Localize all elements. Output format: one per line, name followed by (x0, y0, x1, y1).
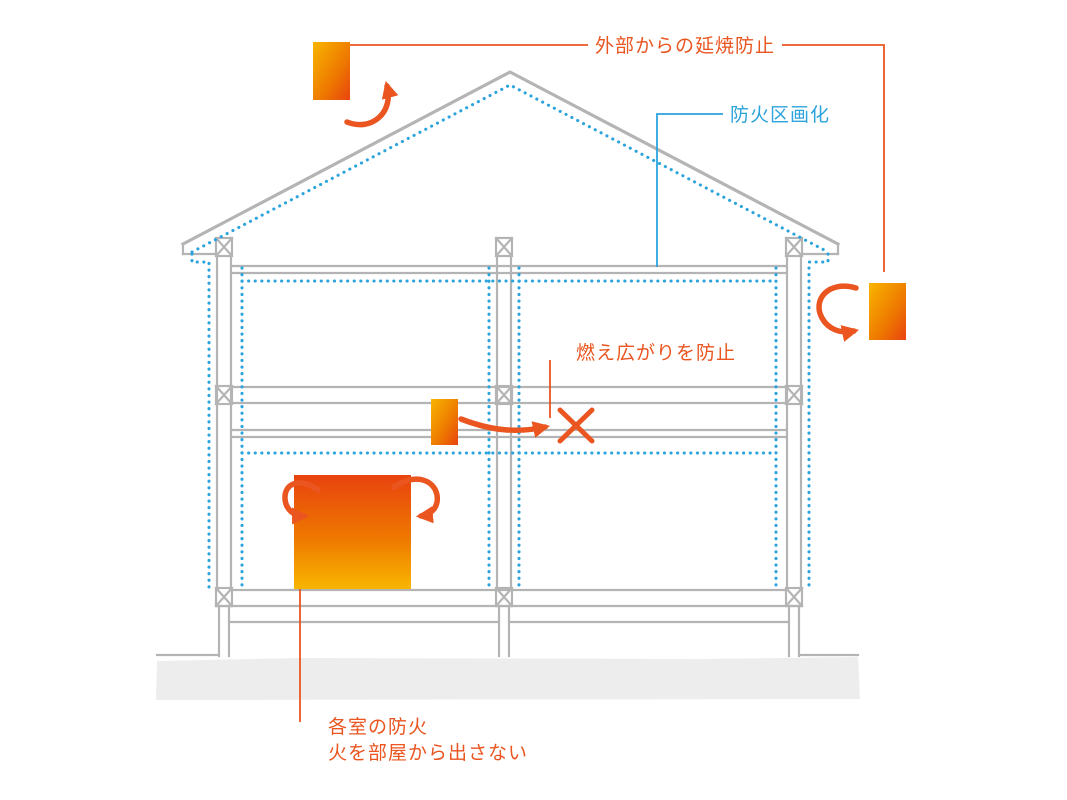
flame-room-large-icon (294, 475, 411, 589)
fire-arrows (282, 81, 860, 525)
frame-joint-box (214, 384, 234, 406)
ground-fill (156, 657, 860, 700)
curved-arrow-right-icon (816, 283, 860, 342)
label-room-fire-line2: 火を部屋から出さない (328, 742, 528, 764)
curved-arrow-top-icon (344, 81, 399, 128)
frame-joint-box (784, 236, 804, 258)
label-room-fire-line1: 各室の防火 (328, 716, 428, 738)
flame-curl-right-icon (391, 476, 441, 524)
dotted-wall-outer-right (807, 252, 830, 591)
label-flame-spread-prevention: 燃え広がりを防止 (576, 342, 736, 364)
diagram-labels: 外部からの延焼防止 防火区画化 燃え広がりを防止 各室の防火 火を部屋から出さな… (328, 35, 830, 764)
fire-compartment-dotted-boundary (190, 83, 830, 591)
wall-right (785, 254, 803, 590)
blocked-cross-icon (557, 407, 595, 444)
flame-outside-right-icon (869, 283, 906, 340)
foundation-walls (217, 604, 801, 658)
wall-left (215, 254, 233, 590)
frame-joint-box (214, 236, 234, 258)
ground (155, 653, 860, 700)
frame-joint-box (494, 236, 514, 258)
dotted-wall-outer-left (190, 252, 211, 591)
wall-center (495, 254, 513, 590)
roof-outline (180, 70, 841, 247)
flame-outside-top-icon (313, 42, 350, 100)
leader-external-right (782, 44, 885, 272)
dotted-roof-line (190, 83, 830, 254)
curved-arrow-interior-icon (458, 416, 550, 438)
frame-joint-box (214, 586, 234, 608)
house-structure (180, 70, 841, 658)
leader-compartmentalization (656, 113, 723, 267)
flame-curl-left-icon (282, 480, 321, 525)
frame-joint-box (784, 384, 804, 406)
frame-joint-box (494, 384, 514, 406)
label-external-spread-prevention: 外部からの延焼防止 (595, 35, 775, 57)
frame-joint-box (784, 586, 804, 608)
label-fire-compartmentalization: 防火区画化 (730, 104, 830, 126)
flame-icons (294, 42, 906, 589)
ceiling-beam-2f (230, 264, 788, 275)
flame-interior-small-icon (431, 399, 458, 445)
leader-lines (299, 44, 885, 722)
